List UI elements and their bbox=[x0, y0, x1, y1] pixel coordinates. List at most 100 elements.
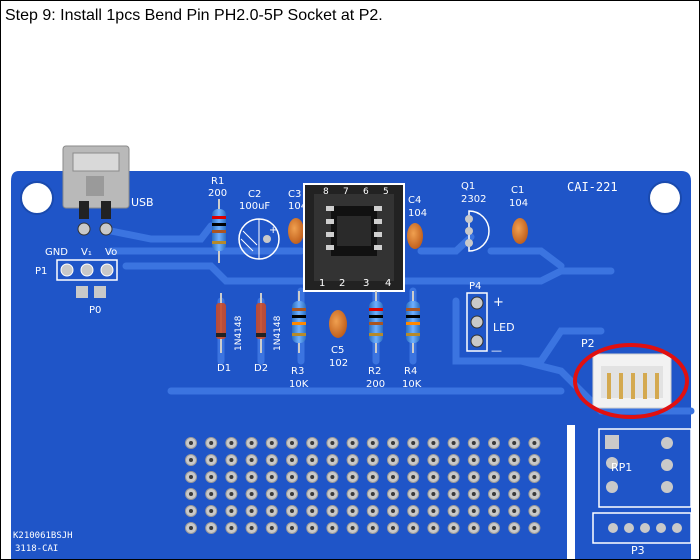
proto-pad-hole bbox=[350, 509, 355, 513]
proto-pad-hole bbox=[269, 458, 274, 462]
proto-pad-hole bbox=[512, 441, 517, 445]
p2-socket bbox=[592, 353, 672, 409]
proto-pad-hole bbox=[249, 475, 254, 479]
proto-pad-hole bbox=[330, 458, 335, 462]
proto-pad-hole bbox=[290, 526, 294, 530]
socket-pin-5: 5 bbox=[383, 187, 389, 197]
proto-pad-hole bbox=[492, 441, 496, 445]
proto-pad-hole bbox=[290, 475, 294, 479]
p1-pad-3 bbox=[100, 263, 114, 277]
board-code-2: 3118-CAI bbox=[15, 544, 58, 554]
r1-value: 200 bbox=[208, 188, 227, 199]
p3-footprint bbox=[592, 512, 692, 544]
c2-value: 100uF bbox=[239, 201, 270, 212]
proto-pad-hole bbox=[471, 441, 476, 445]
proto-pad-hole bbox=[492, 492, 496, 496]
proto-pad-hole bbox=[391, 475, 395, 479]
c1-ref: C1 bbox=[511, 185, 524, 196]
proto-pad-hole bbox=[492, 509, 496, 513]
board-code-1: K210061BSJH bbox=[13, 531, 73, 541]
d2-ref: D2 bbox=[254, 363, 268, 374]
proto-pad-hole bbox=[189, 526, 193, 530]
p4-minus: — bbox=[491, 344, 502, 357]
d1-diode bbox=[216, 293, 226, 353]
proto-pad-hole bbox=[310, 458, 315, 462]
socket-pin-1: 1 bbox=[319, 278, 325, 289]
proto-pad-hole bbox=[290, 492, 294, 496]
c1-value: 104 bbox=[509, 198, 528, 209]
c2-footprint bbox=[238, 218, 280, 260]
proto-pad-hole bbox=[391, 526, 395, 530]
p4-header bbox=[466, 292, 488, 352]
proto-pad-hole bbox=[471, 526, 476, 530]
proto-pad-hole bbox=[492, 475, 496, 479]
proto-pad-hole bbox=[370, 458, 375, 462]
socket-pin-2: 2 bbox=[339, 278, 345, 289]
c1-capacitor bbox=[512, 218, 528, 244]
d1-value: 1N4148 bbox=[234, 315, 244, 351]
proto-pad-hole bbox=[512, 492, 517, 496]
proto-pad-hole bbox=[229, 526, 234, 530]
proto-pad-hole bbox=[411, 509, 416, 513]
proto-pad-hole bbox=[209, 441, 214, 445]
ic-socket bbox=[303, 183, 405, 292]
p2-ref: P2 bbox=[581, 337, 595, 350]
c4-ref: C4 bbox=[408, 195, 421, 206]
socket-pin-7: 7 bbox=[343, 187, 349, 197]
c2-ref: C2 bbox=[248, 189, 261, 200]
p2-highlight-circle bbox=[573, 343, 689, 419]
proto-pad-hole bbox=[350, 492, 355, 496]
proto-pad-hole bbox=[209, 458, 214, 462]
proto-pad-hole bbox=[391, 441, 395, 445]
proto-pad-hole bbox=[249, 492, 254, 496]
proto-pad-hole bbox=[431, 509, 436, 513]
c5-ref: C5 bbox=[331, 345, 344, 356]
proto-pad-grid bbox=[185, 437, 541, 534]
proto-pad-hole bbox=[532, 509, 537, 513]
proto-pad-hole bbox=[471, 458, 476, 462]
usb-label: USB bbox=[131, 196, 154, 209]
proto-pad-hole bbox=[310, 509, 315, 513]
proto-pad-hole bbox=[471, 509, 476, 513]
r1-resistor bbox=[212, 199, 226, 263]
proto-pad-hole bbox=[229, 492, 234, 496]
proto-pad-hole bbox=[370, 492, 375, 496]
c4-value: 104 bbox=[408, 208, 427, 219]
p0-pad-2 bbox=[94, 286, 106, 298]
proto-pad-hole bbox=[431, 475, 436, 479]
proto-pad-hole bbox=[249, 458, 254, 462]
proto-pad-hole bbox=[532, 526, 537, 530]
proto-pad-hole bbox=[229, 509, 234, 513]
proto-pad-hole bbox=[249, 526, 254, 530]
r2-ref: R2 bbox=[368, 366, 381, 377]
proto-pad-hole bbox=[451, 492, 456, 496]
c5-value: 102 bbox=[329, 358, 348, 369]
proto-pad-hole bbox=[532, 492, 537, 496]
proto-pad-hole bbox=[249, 441, 254, 445]
proto-pad-hole bbox=[330, 441, 335, 445]
c3-value: 104 bbox=[288, 201, 307, 212]
proto-pad-hole bbox=[512, 458, 517, 462]
proto-pad-hole bbox=[431, 458, 436, 462]
mount-hole-left bbox=[20, 181, 54, 215]
proto-pad-hole bbox=[290, 458, 294, 462]
rp1-ref: RP1 bbox=[611, 461, 632, 474]
proto-pad-hole bbox=[330, 509, 335, 513]
p3-ref: P3 bbox=[631, 544, 645, 557]
c5-capacitor bbox=[329, 310, 347, 338]
proto-pad-hole bbox=[431, 441, 436, 445]
rp1-footprint bbox=[598, 428, 692, 508]
proto-pad-hole bbox=[370, 475, 375, 479]
proto-pad-hole bbox=[330, 475, 335, 479]
usb-connector bbox=[62, 145, 130, 236]
proto-pad-hole bbox=[290, 441, 294, 445]
proto-pad-hole bbox=[370, 509, 375, 513]
q1-footprint bbox=[465, 210, 490, 252]
socket-pin-8: 8 bbox=[323, 187, 329, 197]
proto-pad-hole bbox=[189, 475, 193, 479]
proto-pad-hole bbox=[350, 475, 355, 479]
proto-pad-hole bbox=[512, 475, 517, 479]
p1-ref: P1 bbox=[35, 266, 47, 277]
p1-pin-vo: Vo bbox=[105, 247, 117, 258]
